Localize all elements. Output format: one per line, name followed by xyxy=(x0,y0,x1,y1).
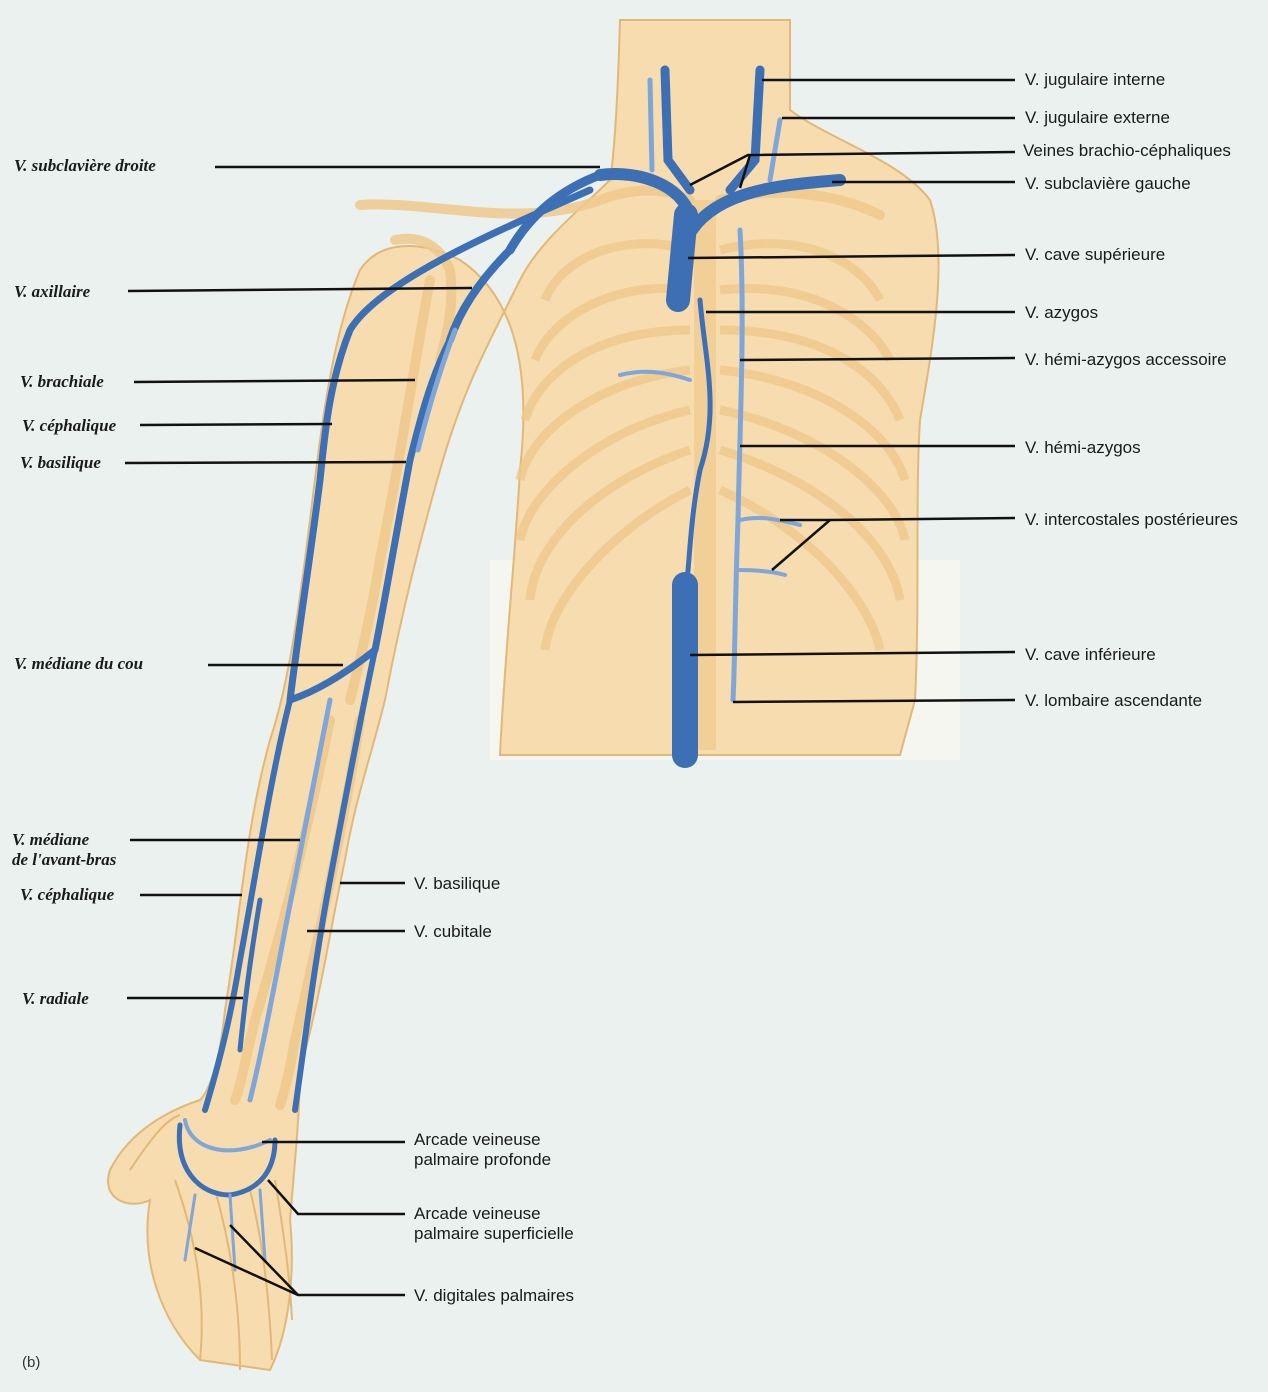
label-subclaviere-droite: V. subclavière droite xyxy=(14,156,156,176)
label-intercostales: V. intercostales postérieures xyxy=(1025,510,1238,530)
label-cephalique-avant-bras: V. céphalique xyxy=(20,885,114,905)
label-hemi-azygos-accessoire: V. hémi-azygos accessoire xyxy=(1025,350,1227,370)
label-hemi-azygos: V. hémi-azygos xyxy=(1025,438,1141,458)
label-axillaire: V. axillaire xyxy=(14,282,90,302)
label-mediane-avant-bras: V. médiane de l'avant-bras xyxy=(12,830,116,870)
vein-jugular-external-right xyxy=(650,80,652,170)
label-arcade-superficielle-line1: Arcade veineuse xyxy=(414,1204,574,1224)
label-azygos: V. azygos xyxy=(1025,303,1098,323)
label-cave-inferieure: V. cave inférieure xyxy=(1025,645,1156,665)
label-jugulaire-interne: V. jugulaire interne xyxy=(1025,70,1165,90)
label-cave-superieure: V. cave supérieure xyxy=(1025,245,1165,265)
label-arcade-profonde-line1: Arcade veineuse xyxy=(414,1130,551,1150)
label-brachiale: V. brachiale xyxy=(20,372,104,392)
label-basilique-avant-bras: V. basilique xyxy=(414,874,500,894)
label-lombaire: V. lombaire ascendante xyxy=(1025,691,1202,711)
label-basilique-bras: V. basilique xyxy=(20,453,101,473)
label-arcade-profonde-line2: palmaire profonde xyxy=(414,1150,551,1170)
label-radiale: V. radiale xyxy=(22,989,89,1009)
label-jugulaire-externe: V. jugulaire externe xyxy=(1025,108,1170,128)
vein-cava-superior xyxy=(678,215,686,300)
label-arcade-superficielle: Arcade veineuse palmaire superficielle xyxy=(414,1204,574,1244)
leader-cephalique-bras xyxy=(140,424,332,425)
panel-letter: (b) xyxy=(22,1354,40,1371)
label-mediane-cou: V. médiane du cou xyxy=(14,654,143,674)
label-mediane-avant-bras-line2: de l'avant-bras xyxy=(12,850,116,870)
label-subclaviere-gauche: V. subclavière gauche xyxy=(1025,174,1191,194)
leader-basilique-bras xyxy=(125,462,406,463)
label-arcade-profonde: Arcade veineuse palmaire profonde xyxy=(414,1130,551,1170)
label-mediane-avant-bras-line1: V. médiane xyxy=(12,830,116,850)
label-arcade-superficielle-line2: palmaire superficielle xyxy=(414,1224,574,1244)
label-brachio-cephaliques: Veines brachio-céphaliques xyxy=(1023,141,1231,161)
label-cubitale: V. cubitale xyxy=(414,922,492,942)
label-digitales: V. digitales palmaires xyxy=(414,1286,574,1306)
label-cephalique-bras: V. céphalique xyxy=(22,416,116,436)
